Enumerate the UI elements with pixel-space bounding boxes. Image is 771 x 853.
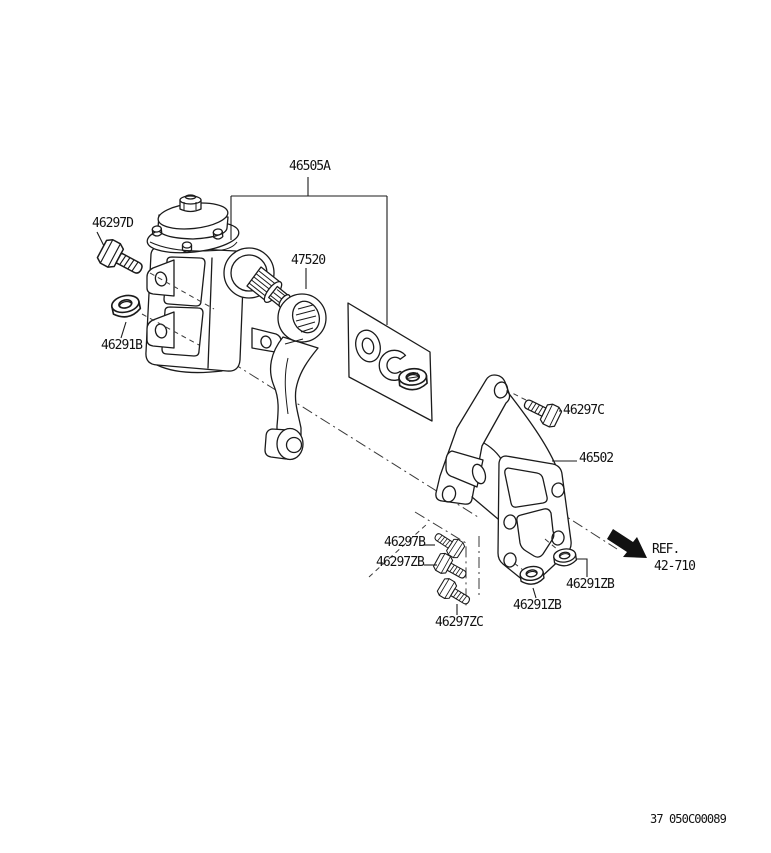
nut-46291b-drawing — [109, 292, 143, 321]
part-label-46297b: 46297B — [384, 535, 426, 550]
ref-label-line1: REF. — [652, 542, 680, 557]
ref-arrow-icon — [607, 529, 647, 558]
part-label-46297c: 46297C — [563, 403, 605, 418]
bolt-46297c-drawing — [519, 392, 564, 430]
part-label-46297zc: 46297ZC — [435, 615, 484, 630]
dashed-alignment-lines — [141, 272, 559, 578]
seal-kit-drawing — [347, 302, 433, 422]
part-label-46291zb-1: 46291ZB — [513, 598, 562, 613]
part-label-46502: 46502 — [579, 451, 614, 466]
doc-code: 37 050C00089 — [650, 812, 727, 826]
ref-label-line2: 42-710 — [654, 559, 696, 574]
part-label-46291b: 46291B — [101, 338, 143, 353]
steering-gearbox-drawing — [145, 194, 291, 374]
part-label-46505a: 46505A — [289, 159, 331, 174]
part-label-46297zb: 46297ZB — [376, 555, 425, 570]
bracket-drawing — [435, 374, 572, 585]
part-label-46291zb-2: 46291ZB — [566, 577, 615, 592]
part-label-46297d: 46297D — [92, 216, 134, 231]
pitman-arm-drawing — [264, 293, 327, 461]
part-label-47520: 47520 — [291, 253, 326, 268]
label-leader-lines — [96, 177, 588, 615]
bolt-46297zc-drawing — [435, 576, 475, 611]
